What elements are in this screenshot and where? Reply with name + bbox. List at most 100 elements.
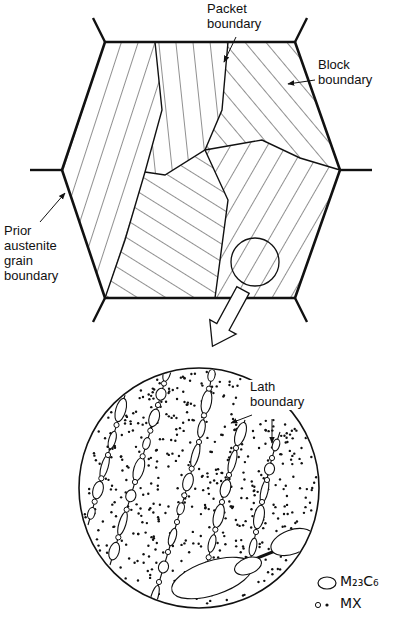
mx-dot bbox=[285, 559, 287, 561]
mx-dot bbox=[142, 553, 144, 555]
mx-dot bbox=[256, 491, 258, 493]
mx-dot bbox=[283, 435, 285, 437]
carbide-particle bbox=[181, 472, 195, 492]
mx-dot bbox=[272, 425, 274, 427]
packet-boundaries bbox=[105, 42, 340, 298]
mx-dot bbox=[216, 542, 218, 544]
mx-particle bbox=[226, 472, 231, 477]
mx-dot bbox=[130, 509, 132, 511]
mx-dot bbox=[188, 419, 190, 421]
mx-dot bbox=[152, 503, 154, 505]
mx-dot bbox=[286, 441, 288, 443]
carbide-particle bbox=[226, 449, 239, 474]
mx-dot bbox=[147, 464, 149, 466]
mx-dot bbox=[200, 545, 202, 547]
mx-dot bbox=[259, 543, 261, 545]
mx-dot bbox=[168, 388, 170, 390]
carbide-particle bbox=[91, 480, 106, 500]
mx-dot bbox=[155, 449, 157, 451]
mx-dot bbox=[236, 524, 238, 526]
mx-dot bbox=[313, 482, 315, 484]
carbide-particle bbox=[263, 462, 275, 476]
mx-dot bbox=[264, 443, 266, 445]
mx-dot bbox=[271, 573, 273, 575]
mx-dot bbox=[173, 414, 175, 416]
mx-dot bbox=[155, 466, 157, 468]
carbide-particle bbox=[206, 534, 217, 553]
mx-dot bbox=[121, 434, 123, 436]
mx-dot bbox=[180, 560, 182, 562]
mx-particle bbox=[156, 579, 161, 584]
mx-particle bbox=[116, 535, 121, 540]
mx-dot bbox=[232, 418, 234, 420]
mx-dot bbox=[88, 492, 90, 494]
mx-particle bbox=[174, 519, 179, 524]
mx-dot bbox=[284, 525, 286, 527]
mx-dot bbox=[106, 552, 108, 554]
mx-dot bbox=[156, 460, 158, 462]
mx-dot bbox=[250, 508, 252, 510]
mx-dot bbox=[110, 411, 112, 413]
mx-dot bbox=[230, 413, 232, 415]
mx-dot bbox=[175, 417, 177, 419]
carbide-particle bbox=[107, 541, 122, 561]
mx-dot bbox=[140, 436, 142, 438]
mx-dot bbox=[282, 488, 284, 490]
mx-dot bbox=[150, 395, 152, 397]
carbide-particle bbox=[131, 456, 147, 482]
mx-dot bbox=[167, 505, 169, 507]
mx-dot bbox=[186, 403, 188, 405]
mx-dot bbox=[220, 433, 222, 435]
mx-dot bbox=[235, 423, 237, 425]
mx-dot bbox=[183, 401, 185, 403]
mx-particle bbox=[196, 439, 201, 444]
legend-samples bbox=[315, 577, 336, 608]
mx-dot bbox=[250, 526, 252, 528]
mx-dot bbox=[152, 387, 154, 389]
mx-dot bbox=[290, 458, 292, 460]
carbide-particle bbox=[113, 397, 129, 423]
mx-dot bbox=[264, 429, 266, 431]
mx-dot bbox=[166, 452, 168, 454]
mx-dot bbox=[165, 413, 167, 415]
mx-dot bbox=[229, 451, 231, 453]
mx-dot bbox=[232, 385, 234, 387]
mx-dot bbox=[172, 570, 174, 572]
mx-dot bbox=[271, 429, 273, 431]
mx-dot bbox=[149, 577, 151, 579]
mx-dot bbox=[110, 488, 112, 490]
mx-dot bbox=[151, 391, 153, 393]
mx-dot bbox=[170, 417, 172, 419]
mx-dot bbox=[179, 427, 181, 429]
mx-dot bbox=[291, 455, 293, 457]
mx-dot bbox=[183, 542, 185, 544]
mx-dot bbox=[305, 496, 307, 498]
mx-dot bbox=[124, 419, 126, 421]
mx-dot bbox=[258, 546, 260, 548]
mx-dot bbox=[242, 547, 244, 549]
mx-dot bbox=[137, 422, 139, 424]
mx-dot bbox=[289, 450, 291, 452]
mx-dot bbox=[213, 479, 215, 481]
mx-dot bbox=[137, 579, 139, 581]
mx-dot bbox=[258, 470, 260, 472]
mx-dot bbox=[241, 487, 243, 489]
mx-dot bbox=[162, 438, 164, 440]
mx-dot bbox=[265, 429, 267, 431]
mx-dot bbox=[167, 465, 169, 467]
carbide-particle bbox=[199, 389, 213, 414]
mx-dot bbox=[243, 594, 245, 596]
mx-dot bbox=[277, 568, 279, 570]
mx-dot bbox=[111, 485, 113, 487]
mx-dot bbox=[121, 540, 123, 542]
mx-particle bbox=[213, 527, 218, 532]
mx-dot bbox=[164, 512, 166, 514]
mx-dot bbox=[180, 544, 182, 546]
mx-particle bbox=[140, 454, 145, 459]
mx-dot bbox=[187, 464, 189, 466]
mx-dot bbox=[156, 542, 158, 544]
mx-particle bbox=[161, 381, 166, 386]
mx-dot bbox=[238, 456, 240, 458]
mx-dot bbox=[257, 581, 259, 583]
mx-dot bbox=[242, 524, 244, 526]
